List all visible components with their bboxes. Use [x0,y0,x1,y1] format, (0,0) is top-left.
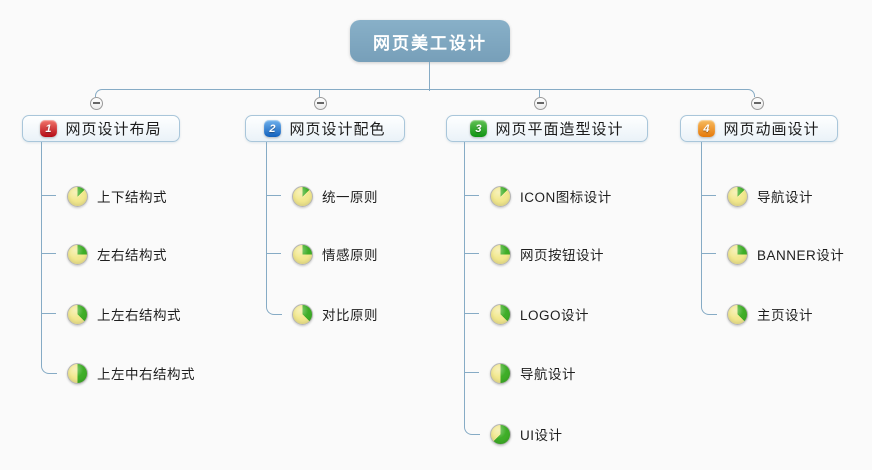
subtopic[interactable]: 情感原则 [292,241,378,267]
subtopic-label: 情感原则 [322,248,378,263]
collapse-toggle-branch-3[interactable] [533,96,547,110]
task-progress-pie-icon [727,243,748,265]
subtopic[interactable]: 上左中右结构式 [67,360,195,386]
subtopic[interactable]: 左右结构式 [67,241,167,267]
connector-child-stub [465,313,479,315]
subtopic[interactable]: BANNER设计 [727,241,844,267]
subtopic-label: 上左右结构式 [97,308,181,323]
subtopic[interactable]: 主页设计 [727,301,813,327]
priority-4-badge: 4 [698,120,716,137]
subtopic[interactable]: LOGO设计 [490,301,589,327]
subtopic[interactable]: 对比原则 [292,301,378,327]
connector-branch-drop [319,89,321,97]
root-topic-label: 网页美工设计 [373,33,487,53]
subtopic-label: 导航设计 [757,190,813,205]
branch-topic-label: 网页设计布局 [65,121,162,138]
priority-2-badge: 2 [264,120,282,137]
subtopic-label: LOGO设计 [520,308,590,323]
subtopic-label: 上下结构式 [97,190,167,205]
branch-topic-3[interactable]: 3 网页平面造型设计 [446,115,648,142]
subtopic[interactable]: ICON图标设计 [490,183,612,209]
collapse-toggle-branch-2[interactable] [313,96,327,110]
subtopic-label: 统一原则 [322,190,378,205]
branch-topic-4[interactable]: 4 网页动画设计 [680,115,838,142]
task-progress-pie-icon [727,185,748,207]
subtopic[interactable]: 上左右结构式 [67,301,181,327]
branch-topic-label: 网页动画设计 [723,121,820,138]
branch-topic-label: 网页平面造型设计 [495,121,624,138]
task-progress-pie-icon [490,362,511,384]
connector-child-stub [42,253,56,255]
minus-icon [92,102,100,104]
task-progress-pie-icon [490,303,511,325]
connector-child-stub [702,253,716,255]
branch-topic-label: 网页设计配色 [289,121,386,138]
connector-child-elbow [701,305,717,315]
task-progress-pie-icon [67,243,88,265]
connector-child-trunk [266,142,268,305]
subtopic-label: 上左中右结构式 [97,367,195,382]
subtopic-label: UI设计 [520,428,563,443]
subtopic[interactable]: 网页按钮设计 [490,241,604,267]
task-progress-pie-icon [490,185,511,207]
task-progress-pie-icon [67,303,88,325]
connector-root-drop [428,62,430,91]
subtopic-label: 左右结构式 [97,248,167,263]
branch-topic-1[interactable]: 1 网页设计布局 [22,115,180,142]
connector-child-elbow [464,425,480,435]
subtopic[interactable]: UI设计 [490,421,563,447]
task-progress-pie-icon [727,303,748,325]
task-progress-pie-icon [67,362,88,384]
connector-child-stub [465,195,479,197]
task-progress-pie-icon [292,185,313,207]
connector-child-stub [42,195,56,197]
priority-3-badge: 3 [470,120,488,137]
connector-child-stub [465,372,479,374]
task-progress-pie-icon [490,423,511,445]
subtopic-label: ICON图标设计 [520,190,612,205]
connector-child-trunk [41,142,43,364]
minus-icon [536,102,544,104]
connector-child-elbow [41,364,57,374]
connector-child-stub [267,195,281,197]
subtopic[interactable]: 上下结构式 [67,183,167,209]
connector-child-trunk [701,142,703,305]
connector-branch-rail [95,89,756,97]
collapse-toggle-branch-1[interactable] [89,96,103,110]
task-progress-pie-icon [292,303,313,325]
subtopic-label: 网页按钮设计 [520,248,604,263]
subtopic[interactable]: 导航设计 [490,360,576,386]
connector-branch-drop [539,89,541,97]
subtopic[interactable]: 统一原则 [292,183,378,209]
subtopic[interactable]: 导航设计 [727,183,813,209]
subtopic-label: 导航设计 [520,367,576,382]
subtopic-label: 对比原则 [322,308,378,323]
task-progress-pie-icon [490,243,511,265]
minus-icon [753,102,761,104]
root-topic[interactable]: 网页美工设计 [350,20,510,62]
connector-child-stub [267,253,281,255]
task-progress-pie-icon [67,185,88,207]
connector-child-stub [42,313,56,315]
connector-child-stub [702,195,716,197]
minus-icon [316,102,324,104]
task-progress-pie-icon [292,243,313,265]
collapse-toggle-branch-4[interactable] [750,96,764,110]
connector-child-stub [465,253,479,255]
connector-child-trunk [464,142,466,425]
subtopic-label: BANNER设计 [757,248,845,263]
branch-topic-2[interactable]: 2 网页设计配色 [245,115,405,142]
connector-child-elbow [266,305,282,315]
priority-1-badge: 1 [40,120,58,137]
subtopic-label: 主页设计 [757,308,813,323]
